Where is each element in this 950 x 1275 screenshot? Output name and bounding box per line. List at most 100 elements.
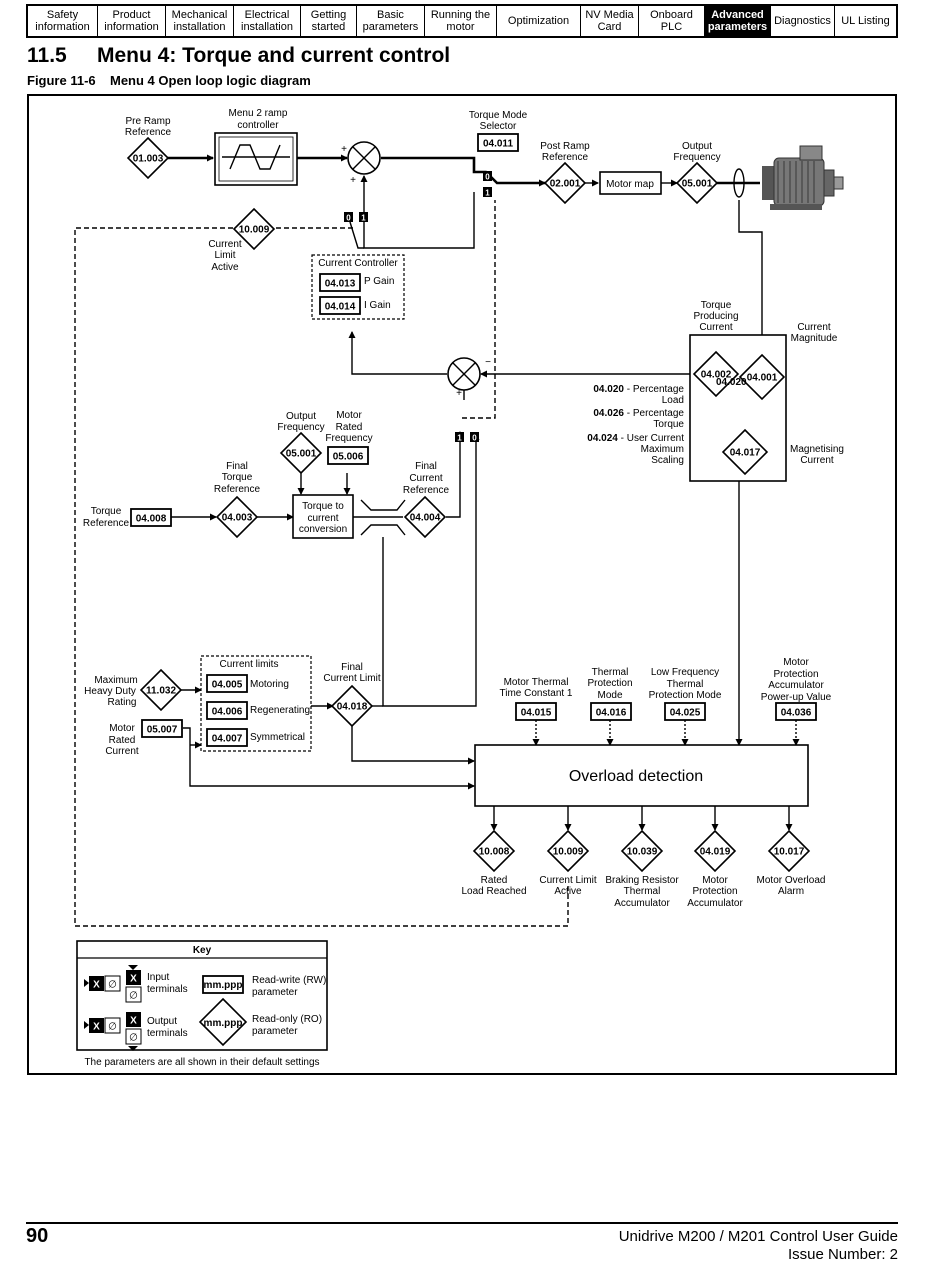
tab-advanced-parameters[interactable]: Advanced parameters bbox=[705, 6, 771, 36]
label-fcl-2: Current Limit bbox=[323, 673, 380, 684]
label-tpc-1: Torque bbox=[701, 300, 732, 311]
param-04-001-label: 04.001 bbox=[747, 373, 778, 384]
param-11-032 bbox=[139, 668, 183, 712]
signal-line bbox=[74, 227, 569, 927]
label-fcr-2: Current bbox=[409, 473, 443, 484]
param-01-003 bbox=[126, 136, 170, 180]
label-post-ramp-1: Post Ramp bbox=[540, 141, 590, 152]
key-input-x bbox=[89, 976, 104, 991]
limiter-symbol bbox=[360, 499, 406, 536]
key-rw-label: Read-write (RW) bbox=[252, 975, 326, 986]
param-04-015-label: 04.015 bbox=[521, 708, 552, 719]
param-04-013 bbox=[319, 273, 361, 292]
label-mrf-1: Motor bbox=[336, 410, 362, 421]
label-tms-1: Torque Mode bbox=[469, 110, 528, 121]
label-lft-1: Low Frequency bbox=[651, 667, 719, 678]
tab-onboard-plc[interactable]: Onboard PLC bbox=[639, 6, 705, 36]
param-04-011-label: 04.011 bbox=[483, 139, 513, 150]
tab-basic-parameters[interactable]: Basic parameters bbox=[357, 6, 425, 36]
label-brt-1: Braking Resistor bbox=[605, 875, 679, 886]
overload-detection-block bbox=[474, 744, 809, 807]
param-04-019 bbox=[693, 829, 737, 873]
key-output-slash-label: ∅ bbox=[108, 1022, 117, 1033]
key-rw-box bbox=[202, 975, 244, 994]
param-04-019-label: 04.019 bbox=[700, 847, 731, 858]
key-input-label2: terminals bbox=[147, 984, 188, 995]
key-output-slash bbox=[104, 1017, 121, 1034]
tab-getting-started[interactable]: Getting started bbox=[301, 6, 357, 36]
param-10-008-label: 10.008 bbox=[479, 847, 510, 858]
signal-line bbox=[360, 175, 475, 249]
label-fcr-3: Reference bbox=[403, 485, 450, 496]
label-lft-3: Protection Mode bbox=[649, 690, 722, 701]
key-input-x2 bbox=[126, 970, 141, 985]
label-mpa-1: Motor bbox=[783, 657, 809, 668]
param-04-005-label: 04.005 bbox=[212, 680, 243, 691]
key-input-slash2 bbox=[125, 986, 142, 1003]
param-05-006-label: 05.006 bbox=[333, 452, 364, 463]
key-ro-label: Read-only (RO) bbox=[252, 1014, 322, 1025]
label-mrc-3: Current bbox=[105, 746, 139, 757]
label-tpm-2: Protection bbox=[587, 678, 632, 689]
tab-mechanical-installation[interactable]: Mechanical installation bbox=[166, 6, 234, 36]
key-output-slash2-label: ∅ bbox=[129, 1033, 138, 1044]
label-mrc-1: Motor bbox=[109, 723, 135, 734]
signal-line bbox=[738, 200, 766, 357]
param-ref-desc: - User Current bbox=[618, 433, 684, 444]
key-rw-box-label: mm.ppp bbox=[204, 980, 243, 991]
label-rlr-1: Rated bbox=[481, 875, 508, 886]
label-moa-1: Motor Overload bbox=[757, 875, 826, 886]
tab-diagnostics[interactable]: Diagnostics bbox=[771, 6, 835, 36]
label-pct-torque-1: 04.026 - Percentage bbox=[593, 408, 684, 419]
param-10-009-b-label: 10.009 bbox=[553, 847, 584, 858]
guide-title: Unidrive M200 / M201 Control User Guide bbox=[618, 1228, 898, 1245]
param-04-014-label: 04.014 bbox=[325, 302, 356, 313]
param-04-036-label: 04.036 bbox=[781, 708, 812, 719]
label-rlr-2: Load Reached bbox=[461, 886, 526, 897]
signal-line bbox=[382, 433, 480, 707]
input-terminal-arrow bbox=[84, 979, 89, 987]
label-out-freq-1: Output bbox=[682, 141, 712, 152]
key-output-slash2 bbox=[125, 1028, 142, 1045]
tab-safety-information[interactable]: Safety information bbox=[28, 6, 98, 36]
tab-ul-listing[interactable]: UL Listing bbox=[841, 15, 890, 27]
key-input-x-label: X bbox=[93, 980, 100, 991]
tab-electrical-installation[interactable]: Electrical installation bbox=[234, 6, 301, 36]
param-05-007-label: 05.007 bbox=[147, 725, 178, 736]
key-rw-label2: parameter bbox=[252, 987, 298, 998]
key-note: The parameters are all shown in their de… bbox=[84, 1057, 319, 1068]
sign-plus: + bbox=[341, 144, 347, 155]
tab-optimization[interactable]: Optimization bbox=[497, 6, 581, 36]
label-mhd-2: Heavy Duty bbox=[84, 686, 136, 697]
param-04-002-label: 04.002 bbox=[701, 370, 732, 381]
output-terminal-arrow bbox=[128, 1046, 138, 1051]
label-mpa-3: Accumulator bbox=[768, 680, 824, 691]
key-output-x2 bbox=[126, 1012, 141, 1027]
issue-number: Issue Number: 2 bbox=[787, 1246, 898, 1263]
param-04-006 bbox=[206, 701, 248, 720]
tab-nv-media-card[interactable]: NV Media Card bbox=[581, 6, 639, 36]
param-ref-desc: - Percentage bbox=[624, 408, 684, 419]
tab-product-information[interactable]: Product information bbox=[98, 6, 166, 36]
key-input-label: Input bbox=[147, 972, 169, 983]
param-ref: 04.020 bbox=[593, 384, 624, 395]
tab-running-the-motor[interactable]: Running the motor bbox=[425, 6, 497, 36]
label-fcl-1: Final bbox=[341, 662, 363, 673]
current-ref-tag-1-label: 1 bbox=[457, 434, 462, 443]
label-of2-2: Frequency bbox=[277, 422, 324, 433]
label-mpa-2: Protection bbox=[773, 669, 818, 680]
key-output-x bbox=[89, 1018, 104, 1033]
page-number: 90 bbox=[26, 1225, 49, 1247]
signal-line bbox=[348, 331, 447, 375]
label-cla-3: Active bbox=[211, 262, 239, 273]
param-05-001-b-label: 05.001 bbox=[286, 449, 317, 460]
label-of2-1: Output bbox=[286, 411, 316, 422]
label-ftr-2: Torque bbox=[222, 472, 253, 483]
param-04-008 bbox=[130, 508, 172, 527]
current-ref-tag-1 bbox=[455, 432, 464, 442]
current-ref-tag-0-label: 0 bbox=[472, 434, 477, 443]
label-symm: Symmetrical bbox=[250, 732, 305, 743]
param-04-004 bbox=[403, 495, 447, 539]
key-output-x2-label: X bbox=[130, 1016, 137, 1027]
label-ucm-2: Maximum bbox=[641, 444, 684, 455]
